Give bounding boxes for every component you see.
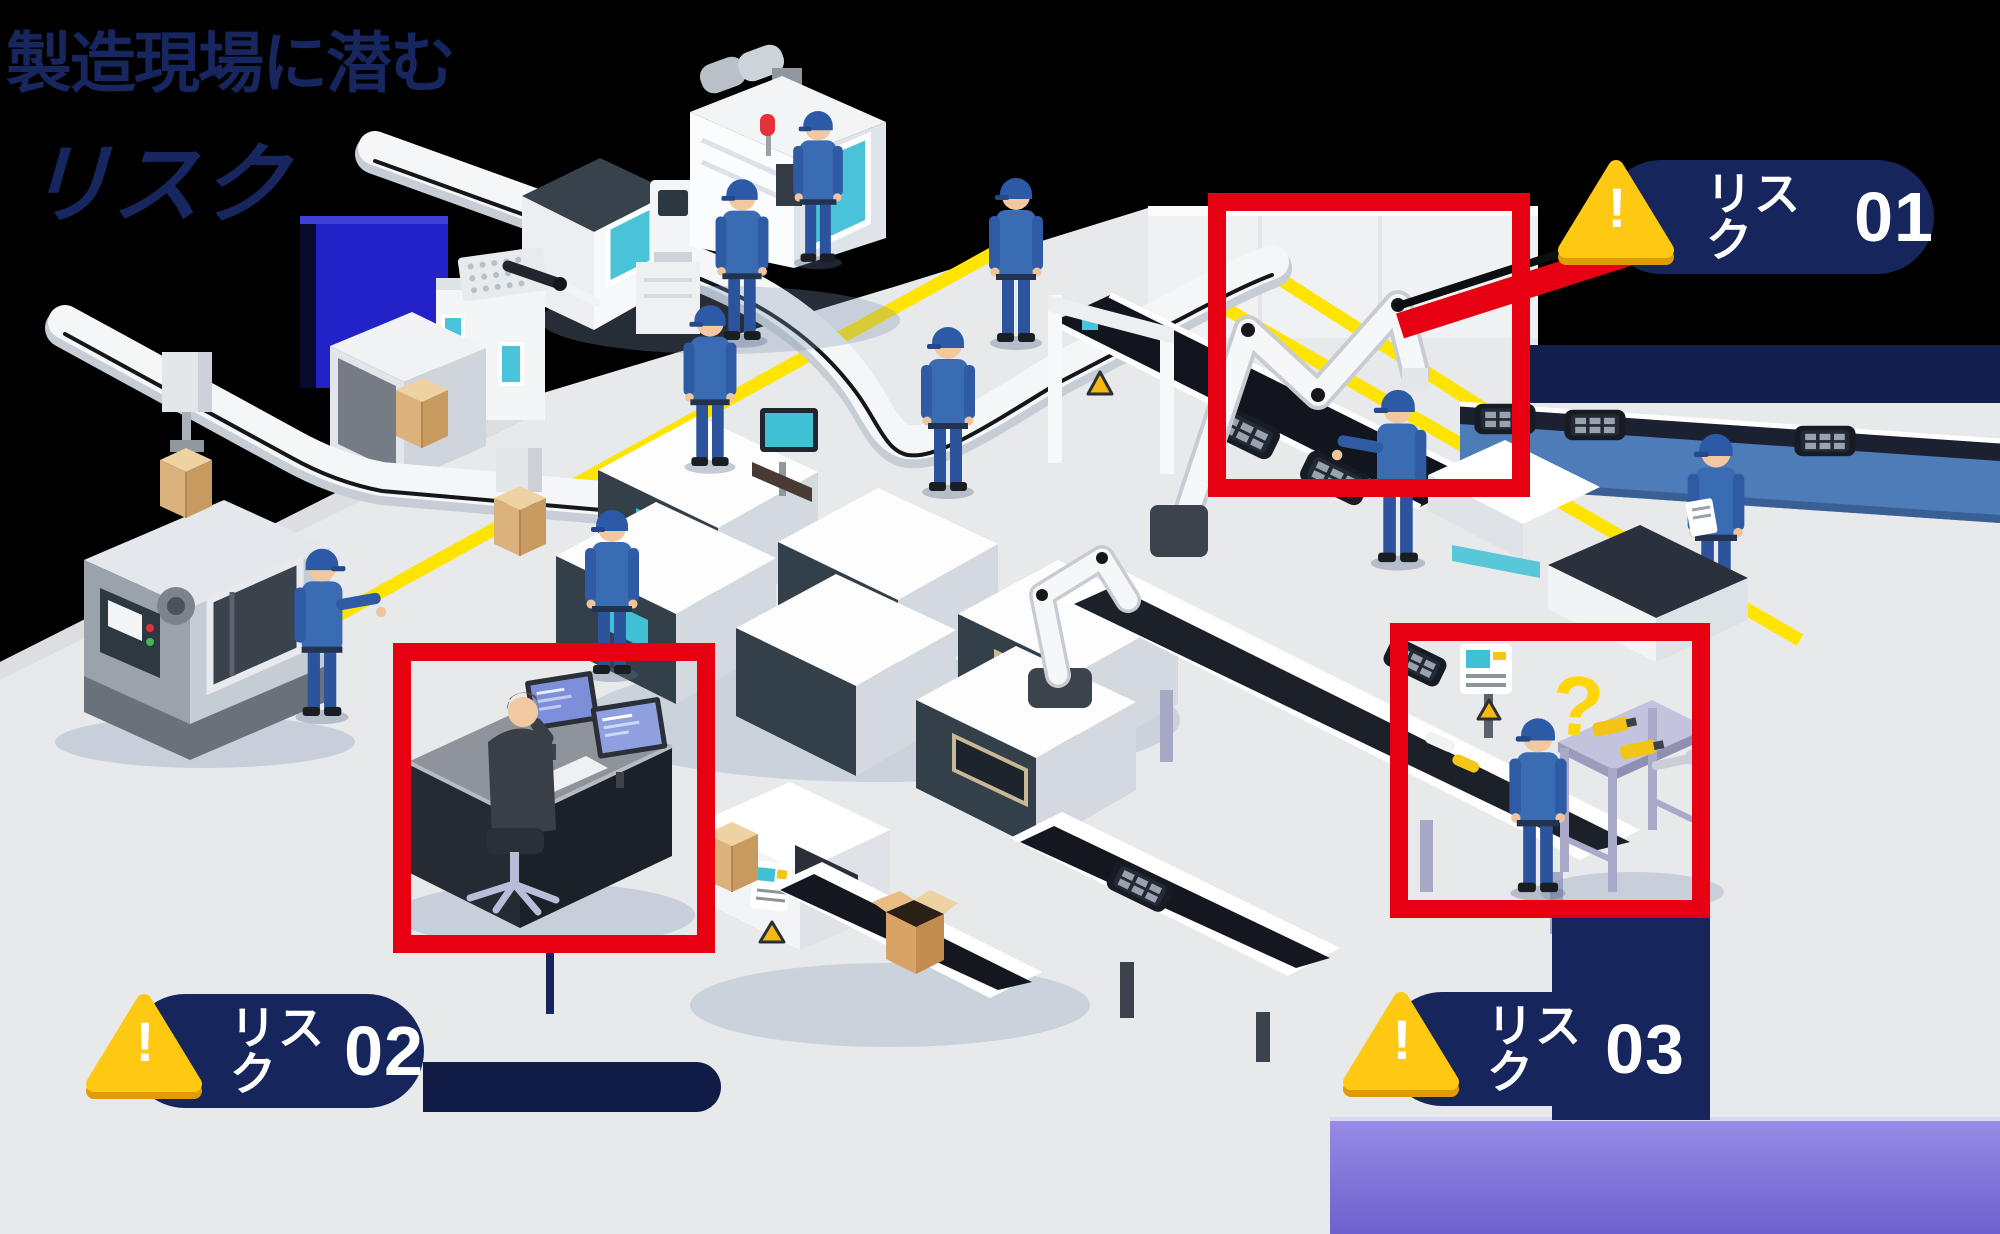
risk-badge-01-number: 01 [1854, 178, 1934, 256]
risk-badge-01-label: リスク [1706, 168, 1802, 266]
purple-section-band [1330, 1117, 2000, 1234]
title-line-1: 製造現場に潜む [6, 26, 456, 100]
warning-triangle-icon: ! [1558, 150, 1676, 270]
risk-area-frame-3 [1390, 623, 1710, 918]
risk-badge-02-number: 02 [344, 1012, 424, 1090]
risk2-connector-line [546, 950, 554, 1014]
question-mark: ? [1548, 657, 1607, 755]
exclamation-mark: ! [1392, 1008, 1412, 1071]
risk-badge-03-label: リスク [1487, 1000, 1583, 1098]
inspection-belt [1028, 545, 1724, 934]
page-title: 製造現場に潜む リスク [6, 10, 456, 241]
exclamation-mark: ! [135, 1010, 155, 1073]
warning-triangle-icon: ! [86, 984, 204, 1104]
risk1-navy-band [1530, 345, 2000, 403]
title-line-2: リスク [18, 135, 311, 234]
risk-area-frame-1 [1208, 193, 1530, 497]
control-desk [395, 671, 695, 947]
overhead-rail-back [355, 131, 1292, 469]
risk-badge-03-number: 03 [1605, 1010, 1685, 1088]
overhead-rail-front [45, 305, 668, 557]
warning-triangle-icon: ! [1343, 982, 1461, 1102]
left-machine-zone [55, 216, 601, 768]
exclamation-mark: ! [1607, 176, 1627, 239]
risk-badge-02-label: リスク [230, 1002, 326, 1100]
risk-area-frame-2 [393, 643, 715, 953]
worker-clipboard [1685, 433, 1745, 615]
packing-line [690, 782, 1340, 1062]
risk2-badge-tail [423, 1062, 721, 1112]
